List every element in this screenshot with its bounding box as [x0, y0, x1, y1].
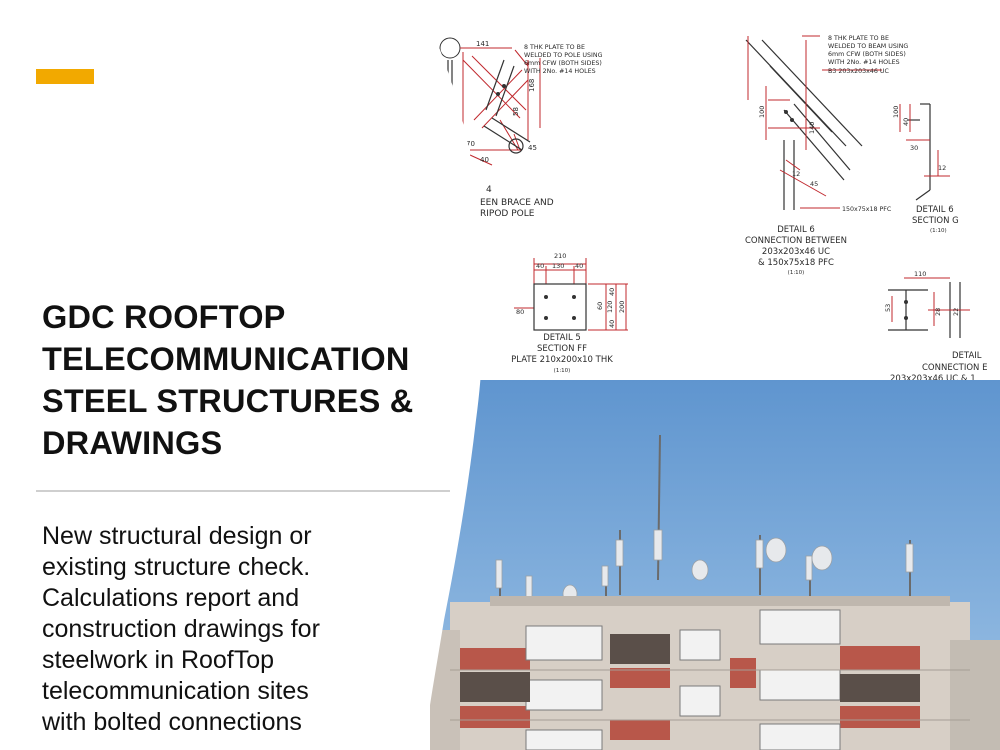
detail-bottom-title: DETAIL — [952, 351, 982, 361]
dim-30: 30 — [910, 144, 918, 152]
dim-70: 70 — [466, 140, 475, 148]
dim-45b: 45 — [810, 180, 818, 188]
dim-40d: 40 — [608, 320, 616, 328]
dim-80: 80 — [516, 308, 524, 316]
detail5-section: SECTION FF — [537, 344, 587, 354]
detail5-plate: PLATE 210x200x10 THK — [511, 355, 613, 365]
note-pole-line-4: WITH 2No. #14 HOLES — [524, 68, 596, 75]
title-line-4: DRAWINGS — [42, 425, 223, 461]
divider — [36, 490, 450, 492]
note-pole-line-2: WELDED TO POLE USING — [524, 52, 603, 59]
body-line-2: existing structure check. — [42, 553, 311, 581]
dim-58: 58 — [512, 107, 520, 116]
detail-bottom-line-1: CONNECTION E — [922, 363, 987, 373]
note-beam-line-1: 8 THK PLATE TO BE — [828, 35, 889, 42]
detail4-line-1: EEN BRACE AND — [480, 198, 554, 208]
dim-40e: 40 — [902, 118, 910, 126]
note-beam-line-3: 6mm CFW (BOTH SIDES) — [828, 51, 906, 58]
drawing-svg: 141 168 58 70 40 45 8 THK PLATE TO BE WE… — [439, 35, 987, 384]
body-line-5: steelwork in RoofTop — [42, 646, 275, 674]
dim-110: 110 — [914, 270, 926, 278]
detail6-title: DETAIL 6 — [777, 225, 815, 235]
dim-28: 28 — [934, 308, 942, 316]
engineering-drawing: 141 168 58 70 40 45 8 THK PLATE TO BE WE… — [430, 0, 1000, 384]
detail5-scale: (1:10) — [554, 368, 571, 374]
body-line-1: New structural design or — [42, 522, 312, 550]
b3-label: B3 203x203x46 UC — [828, 68, 889, 75]
note-pole-line-1: 8 THK PLATE TO BE — [524, 44, 585, 51]
dim-141: 141 — [476, 40, 489, 48]
note-beam-line-4: WITH 2No. #14 HOLES — [828, 59, 900, 66]
dim-168: 168 — [528, 79, 536, 92]
slide-title: GDC ROOFTOP TELECOMMUNICATION STEEL STRU… — [42, 296, 442, 464]
dim-130: 130 — [552, 262, 564, 270]
detail-right-section: SECTION G — [912, 216, 959, 226]
body-line-4: construction drawings for — [42, 615, 320, 643]
dim-12b: 12 — [938, 164, 946, 172]
slide-body: New structural design or existing struct… — [42, 521, 442, 738]
detail6-line-2: 203x203x46 UC — [762, 247, 830, 257]
detail5-title: DETAIL 5 — [543, 333, 581, 343]
note-beam-line-2: WELDED TO BEAM USING — [828, 43, 908, 50]
rooftop-photo — [430, 380, 1000, 750]
detail6-line-1: CONNECTION BETWEEN — [745, 236, 847, 246]
pfc-label: 150x75x18 PFC — [842, 206, 892, 213]
dim-210: 210 — [554, 252, 566, 260]
title-line-3: STEEL STRUCTURES & — [42, 383, 414, 419]
dim-12: 12 — [792, 170, 800, 178]
dim-40: 40 — [480, 156, 489, 164]
accent-bar — [36, 69, 94, 84]
detail-bottom-line-2: 203x203x46 UC & 1 — [890, 374, 976, 382]
detail6-scale: (1:10) — [788, 270, 805, 276]
detail6-line-3: & 150x75x18 PFC — [758, 258, 834, 268]
body-line-3: Calculations report and — [42, 584, 300, 612]
body-line-7: with bolted connections — [42, 708, 302, 736]
body-line-6: telecommunication sites — [42, 677, 309, 705]
dim-22: 22 — [952, 308, 960, 316]
dim-45: 45 — [528, 144, 537, 152]
dim-120: 120 — [606, 301, 614, 313]
title-line-2: TELECOMMUNICATION — [42, 341, 410, 377]
detail4-line-2: RIPOD POLE — [480, 209, 535, 219]
detail4-number: 4 — [486, 185, 492, 195]
dim-53: 53 — [884, 304, 892, 312]
dim-40a: 40 — [536, 262, 544, 270]
note-pole-line-3: 6mm CFW (BOTH SIDES) — [524, 60, 602, 67]
title-line-1: GDC ROOFTOP — [42, 299, 286, 335]
dim-40b: 40 — [575, 262, 583, 270]
dim-60: 60 — [596, 302, 604, 310]
dim-100b: 100 — [892, 106, 900, 118]
dim-40c: 40 — [608, 288, 616, 296]
photo-svg — [430, 380, 1000, 750]
dim-140: 140 — [808, 122, 816, 134]
detail-right-title: DETAIL 6 — [916, 205, 954, 215]
dim-200: 200 — [618, 301, 626, 313]
detail-right-scale: (1:10) — [930, 228, 947, 234]
dim-100: 100 — [758, 106, 766, 118]
